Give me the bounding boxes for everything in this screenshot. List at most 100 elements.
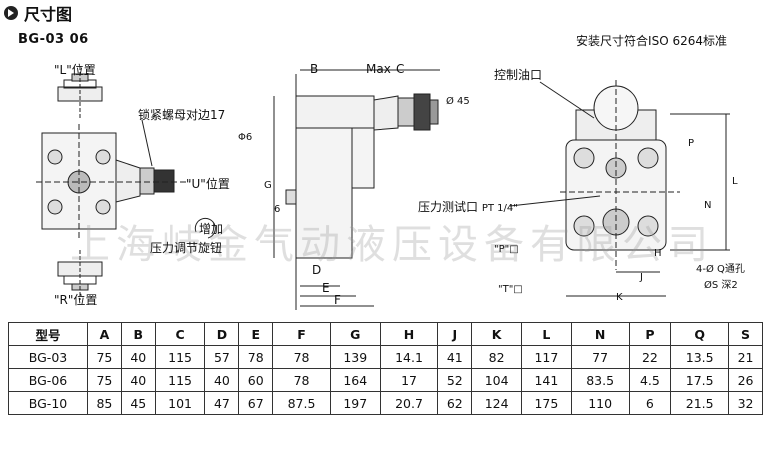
dim-f-label: F xyxy=(334,293,341,307)
table-cell: BG-10 xyxy=(7,391,89,415)
table-cell: BG-06 xyxy=(7,368,89,392)
table-cell: 78 xyxy=(238,345,274,369)
q-holes-label: 4-Ø Q通孔 xyxy=(696,264,745,275)
section-header: 尺寸图 xyxy=(4,1,72,25)
dimension-table: 型号 A B C D E F G H J K L N P Q S BG-03 7… xyxy=(7,322,763,415)
dim-p-label: P xyxy=(688,138,695,149)
table-cell: 175 xyxy=(521,391,572,415)
table-cell: 164 xyxy=(329,368,381,392)
table-cell: 4.5 xyxy=(628,368,672,392)
bullet-icon xyxy=(4,6,18,20)
table-cell: 82 xyxy=(471,345,522,369)
section-title: 尺寸图 xyxy=(24,5,73,24)
locknut-label: 锁紧螺母对边17 xyxy=(138,108,226,122)
increase-label: 增加 xyxy=(199,222,224,236)
table-cell: 20.7 xyxy=(379,391,439,415)
table-cell: 57 xyxy=(204,345,240,369)
table-header-cell: A xyxy=(87,322,122,346)
dim-phi6-label: Φ6 xyxy=(238,132,253,143)
gauge-port-text: 压力测试口 xyxy=(418,200,479,214)
table-cell: 47 xyxy=(204,391,240,415)
table-cell: 78 xyxy=(272,368,331,392)
table-cell: 6 xyxy=(628,391,672,415)
dim-c-label: C xyxy=(396,62,405,76)
table-cell: 78 xyxy=(272,345,331,369)
table-cell: 62 xyxy=(437,391,473,415)
table-cell: 117 xyxy=(521,345,572,369)
top-view xyxy=(36,119,190,240)
table-cell: 124 xyxy=(471,391,522,415)
front-view xyxy=(509,80,730,297)
table-header-cell: F xyxy=(272,322,331,346)
table-cell: 13.5 xyxy=(670,345,730,369)
table-cell: 77 xyxy=(570,345,630,369)
dim-n-label: N xyxy=(704,200,712,211)
table-cell: 197 xyxy=(329,391,381,415)
table-cell: 139 xyxy=(329,345,381,369)
table-cell: 17.5 xyxy=(670,368,730,392)
table-cell: 115 xyxy=(154,368,206,392)
table-header-cell: D xyxy=(204,322,240,346)
table-header-cell: C xyxy=(154,322,206,346)
table-row: BG-03 75 40 115 57 78 78 139 14.1 41 82 … xyxy=(7,345,763,369)
table-cell: 41 xyxy=(437,345,473,369)
table-header-cell: N xyxy=(570,322,630,346)
dim-g-label: G xyxy=(264,180,272,191)
table-cell: 87.5 xyxy=(272,391,331,415)
model-label: BG-03 06 xyxy=(18,32,89,47)
dim-l-label: L xyxy=(732,176,738,187)
table-cell: 17 xyxy=(379,368,439,392)
table-header-cell: P xyxy=(628,322,672,346)
l-position-label: "L"位置 xyxy=(54,63,96,77)
table-cell: 52 xyxy=(437,368,473,392)
side-view xyxy=(273,69,440,310)
table-header-row: 型号 A B C D E F G H J K L N P Q S xyxy=(7,322,763,346)
table-cell: 21 xyxy=(728,345,763,369)
table-cell: 21.5 xyxy=(670,391,730,415)
watermark: 上海岐金气动液压设备有限公司 xyxy=(70,222,714,268)
table-header-cell: B xyxy=(120,322,156,346)
table-header-cell: 型号 xyxy=(7,322,89,346)
t-port-label: "T"□ xyxy=(498,284,523,295)
dim-e-label: E xyxy=(322,281,330,295)
table-header-cell: K xyxy=(471,322,522,346)
rotate-arrow-icon xyxy=(194,217,216,239)
dim-h-label: H xyxy=(654,248,662,259)
table-cell: 45 xyxy=(120,391,156,415)
table-cell: 67 xyxy=(238,391,274,415)
table-cell: 14.1 xyxy=(379,345,439,369)
table-cell: 22 xyxy=(628,345,672,369)
table-header-cell: L xyxy=(521,322,572,346)
table-cell: 115 xyxy=(154,345,206,369)
table-cell: 85 xyxy=(87,391,122,415)
table-cell: 101 xyxy=(154,391,206,415)
table-header-cell: E xyxy=(238,322,274,346)
l-position-view xyxy=(57,66,103,120)
gauge-port-label: 压力测试口 PT 1/4" xyxy=(418,198,518,215)
dim-max-label: Max xyxy=(366,62,391,76)
table-cell: 141 xyxy=(521,368,572,392)
control-port-label: 控制油口 xyxy=(494,68,543,82)
table-cell: BG-03 xyxy=(7,345,89,369)
u-position-label: "U"位置 xyxy=(186,177,230,191)
table-header-cell: S xyxy=(728,322,763,346)
table-cell: 104 xyxy=(471,368,522,392)
table-cell: 26 xyxy=(728,368,763,392)
table-cell: 40 xyxy=(120,345,156,369)
table-header-cell: J xyxy=(437,322,473,346)
table-cell: 60 xyxy=(238,368,274,392)
r-position-label: "R"位置 xyxy=(54,293,98,307)
table-header-cell: Q xyxy=(670,322,730,346)
table-cell: 110 xyxy=(570,391,630,415)
table-cell: 83.5 xyxy=(570,368,630,392)
standard-note: 安装尺寸符合ISO 6264标准 xyxy=(576,34,727,48)
dim-d-label: D xyxy=(312,263,322,277)
table-header-cell: H xyxy=(379,322,439,346)
dim-6-label: 6 xyxy=(274,204,281,215)
dimension-drawing xyxy=(36,66,730,310)
table-header-cell: G xyxy=(329,322,381,346)
dim-b-label: B xyxy=(310,62,319,76)
r-position-view xyxy=(57,250,103,300)
table-cell: 75 xyxy=(87,345,122,369)
table-row: BG-06 75 40 115 40 60 78 164 17 52 104 1… xyxy=(7,368,763,392)
